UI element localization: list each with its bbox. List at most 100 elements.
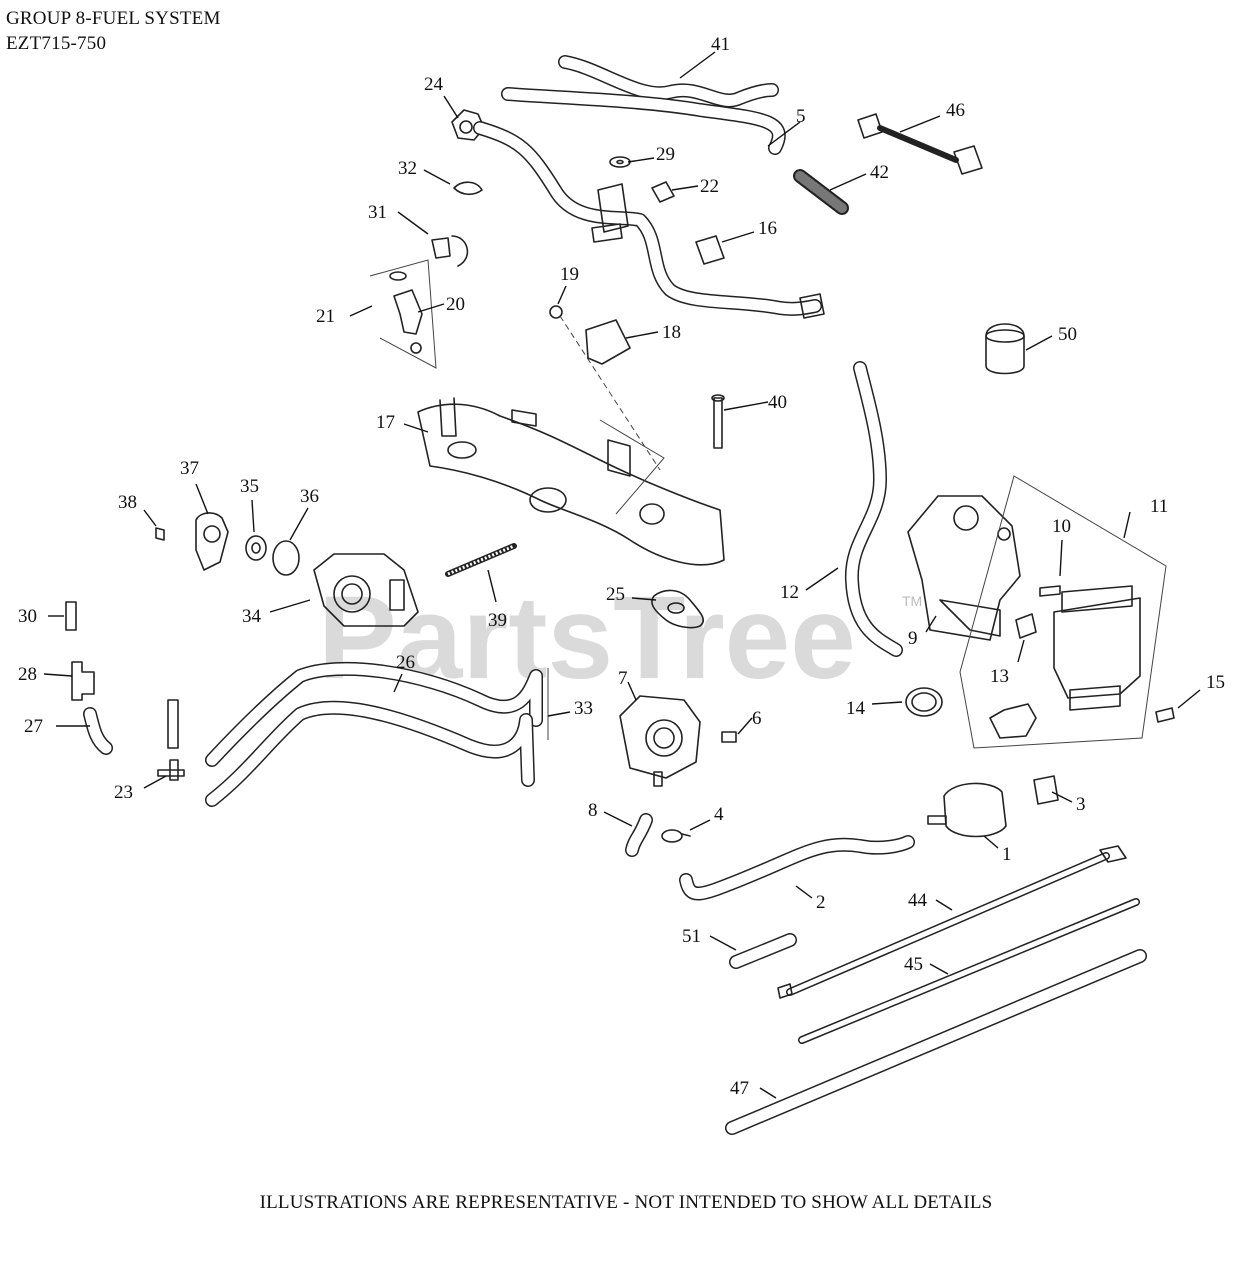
part-22-sleeve — [651, 181, 675, 203]
callout-20: 20 — [446, 294, 465, 315]
callout-39: 39 — [488, 610, 507, 631]
callout-2: 2 — [816, 892, 826, 913]
callout-42: 42 — [870, 162, 889, 183]
pump-regulator — [989, 703, 1037, 739]
callout-51: 51 — [682, 926, 701, 947]
part-50-filter-cap — [985, 323, 1025, 375]
callout-7: 7 — [618, 668, 628, 689]
part-26-fuel-line — [205, 661, 543, 767]
part-45-tube — [798, 898, 1140, 1044]
fuel-system-exploded-diagram: PartsTree TM — [18, 34, 1225, 1135]
callout-44: 44 — [908, 890, 928, 911]
callout-4: 4 — [714, 804, 724, 825]
callout-35: 35 — [240, 476, 259, 497]
callout-33: 33 — [574, 698, 593, 719]
callout-47: 47 — [730, 1078, 749, 1099]
callout-21: 21 — [316, 306, 335, 327]
callout-15: 15 — [1206, 672, 1225, 693]
callout-31: 31 — [368, 202, 387, 223]
callout-36: 36 — [300, 486, 319, 507]
part-3-sleeve — [1033, 775, 1059, 805]
part-1-fuel-filter — [927, 782, 1007, 838]
callout-1: 1 — [1002, 844, 1012, 865]
callout-38: 38 — [118, 492, 137, 513]
part-31-clamp — [431, 235, 469, 267]
callout-28: 28 — [18, 664, 37, 685]
part-15-screw — [1155, 707, 1175, 723]
part-28-valve — [71, 661, 95, 701]
part-6-bolt — [721, 731, 737, 743]
part-10-bolt — [1039, 585, 1061, 597]
callout-9: 9 — [908, 628, 918, 649]
part-9-bracket — [907, 495, 1021, 641]
callout-17: 17 — [376, 412, 395, 433]
callout-6: 6 — [752, 708, 762, 729]
part-29-washer — [609, 156, 631, 168]
part-33-fuel-line — [205, 668, 549, 807]
part-17-intake-manifold — [417, 397, 725, 566]
callout-27: 27 — [24, 716, 43, 737]
part-23-tee — [157, 699, 185, 781]
part-14-clamp — [905, 687, 943, 717]
callout-16: 16 — [758, 218, 777, 239]
disclaimer-footer: ILLUSTRATIONS ARE REPRESENTATIVE - NOT I… — [259, 1192, 993, 1213]
callout-29: 29 — [656, 144, 675, 165]
watermark-text: PartsTree — [318, 572, 856, 704]
part-40-bolt — [711, 394, 725, 449]
model-range: EZT715-750 — [6, 33, 107, 54]
callout-12: 12 — [780, 582, 799, 603]
callout-labels: 41 5 46 24 29 32 22 42 31 16 19 20 21 18… — [18, 34, 1225, 1099]
callout-40: 40 — [768, 392, 787, 413]
fuel-rail-hose — [473, 121, 825, 319]
part-37-housing — [195, 512, 229, 571]
part-11-fuel-pump-module — [959, 475, 1167, 749]
callout-46: 46 — [946, 100, 965, 121]
callout-26: 26 — [396, 652, 415, 673]
callout-32: 32 — [398, 158, 417, 179]
part-7-fuel-pump — [619, 695, 701, 787]
watermark-trademark: TM — [902, 593, 922, 609]
part-39-stud — [445, 543, 517, 577]
part-36-o-ring — [272, 540, 300, 576]
part-19-nut — [549, 305, 661, 471]
callout-34: 34 — [242, 606, 262, 627]
callout-5: 5 — [796, 106, 806, 127]
part-32-clamp — [453, 181, 483, 196]
part-18-sensor — [585, 319, 631, 365]
part-46-sensor-harness — [857, 113, 983, 175]
callout-41: 41 — [711, 34, 730, 55]
callout-22: 22 — [700, 176, 719, 197]
part-34-throttle-body — [313, 553, 419, 627]
callout-10: 10 — [1052, 516, 1071, 537]
callout-8: 8 — [588, 800, 598, 821]
callout-30: 30 — [18, 606, 37, 627]
part-12-hose — [844, 361, 903, 657]
part-25-gasket — [651, 589, 705, 629]
callout-19: 19 — [560, 264, 579, 285]
callout-3: 3 — [1076, 794, 1086, 815]
part-51-tube — [729, 933, 797, 969]
part-41-hose — [558, 55, 779, 108]
part-27-elbow — [83, 707, 113, 755]
callout-45: 45 — [904, 954, 923, 975]
callout-24: 24 — [424, 74, 444, 95]
part-4-clamp — [661, 829, 691, 843]
part-44-fuel-line — [777, 845, 1127, 999]
part-21-injector-kit — [369, 259, 437, 369]
callout-23: 23 — [114, 782, 133, 803]
diagram-title: GROUP 8-FUEL SYSTEM — [6, 8, 221, 29]
callout-37: 37 — [180, 458, 199, 479]
part-47-tube — [725, 949, 1147, 1135]
part-13-clip — [1015, 613, 1037, 639]
part-30-hose-piece — [65, 601, 77, 631]
part-35-bushing — [245, 535, 267, 561]
part-5-hose — [501, 87, 786, 155]
part-16-clip — [695, 235, 725, 265]
callout-50: 50 — [1058, 324, 1077, 345]
leader-lines — [43, 51, 1201, 1099]
callout-13: 13 — [990, 666, 1009, 687]
callout-11: 11 — [1150, 496, 1168, 517]
part-42-sleeve — [793, 169, 849, 215]
callout-14: 14 — [846, 698, 866, 719]
callout-18: 18 — [662, 322, 681, 343]
